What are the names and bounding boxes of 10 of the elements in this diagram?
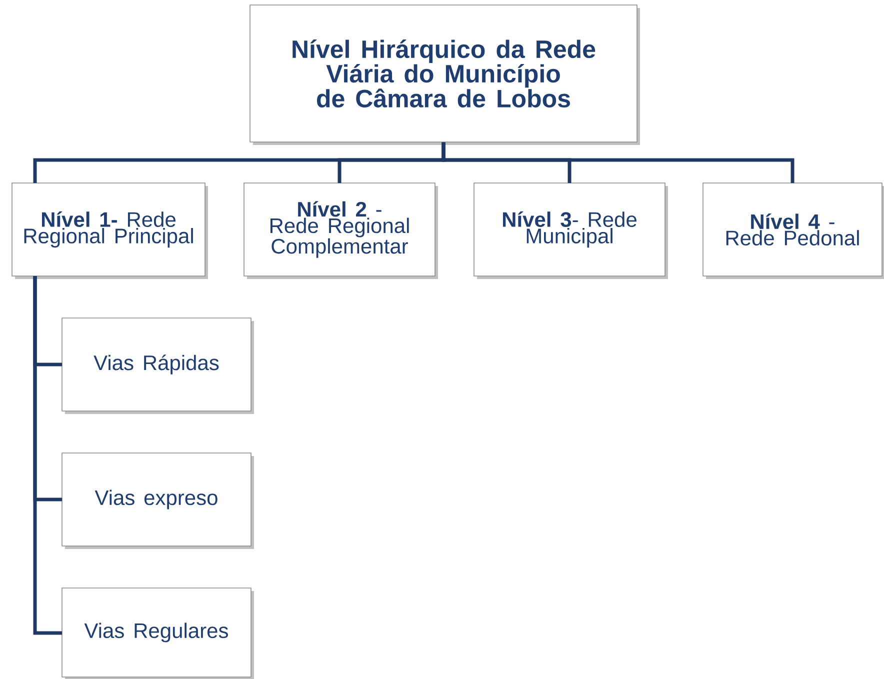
connector-line bbox=[442, 142, 794, 183]
category-box: Vias Rápidas bbox=[62, 318, 254, 414]
category-box: Vias expreso bbox=[62, 452, 254, 549]
connector-line bbox=[33, 276, 62, 635]
category-box: Vias Regulares bbox=[62, 588, 254, 679]
level-box: Nível 4 - Rede Pedonal bbox=[702, 182, 884, 279]
level-box: Nível 2 - Rede Regional Complementar bbox=[244, 182, 438, 279]
level-box: Nível 1- Rede Regional Principal bbox=[12, 182, 208, 279]
level-box: Nível 3- Rede Municipal bbox=[474, 182, 668, 279]
title-box: Nível Hirárquico da Rede Viária do Município de Câmara de Lobos bbox=[250, 4, 640, 145]
